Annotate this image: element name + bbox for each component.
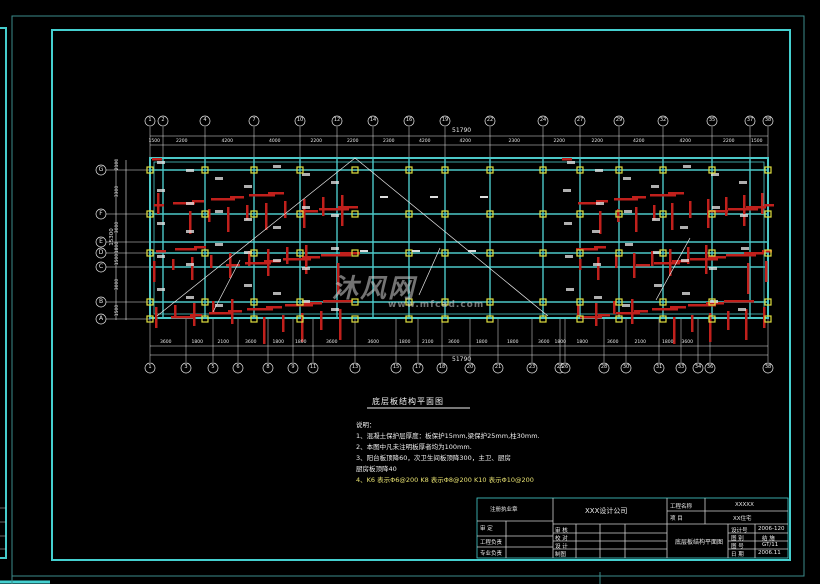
adjacent-sheet-border	[0, 27, 7, 559]
watermark-text: 沐风网	[332, 274, 417, 304]
tb-row-design: 设 计	[555, 544, 568, 550]
title-block-lines	[476, 497, 789, 559]
note-3: 3、阳台板顶降60，次卫生间板顶降300，主卫、厨房	[356, 454, 511, 462]
tb-row-discipline: 专业负责	[480, 551, 503, 557]
tb-sheet-no: GT/11	[762, 542, 779, 548]
note-2: 2、本图中凡未注明板厚者均为100mm.	[356, 443, 472, 451]
left-dimensions	[115, 160, 127, 320]
note-rebar: 4、K6 表示Φ6@200 K8 表示Φ8@200 K10 表示Φ10@200	[356, 476, 534, 484]
tb-row-check: 校 对	[555, 536, 568, 542]
tb-row-draw: 制图	[555, 552, 567, 558]
tb-sheet-title: 底层板结构平面图	[675, 539, 724, 546]
bottom-axis-bubbles	[144, 318, 774, 374]
sheet-outer-border	[11, 15, 805, 577]
watermark: 沐风网 www.mfcad.com	[332, 268, 483, 310]
tb-row-review: 审 核	[555, 528, 568, 534]
tb-design-no-label: 设计号	[731, 528, 748, 534]
design-notes: 说明： 1、混凝土保护层厚度：板保护15mm,梁保护25mm,柱30mm. 2、…	[356, 420, 540, 486]
notes-heading: 说明：	[356, 421, 376, 429]
note-3b: 厨房板顶降40	[356, 465, 397, 473]
top-dimensions	[150, 135, 768, 146]
bottom-dimensions	[150, 345, 768, 356]
tb-design-no: 2006-120	[758, 526, 785, 532]
drawing-title: 底层板结构平面图	[372, 397, 444, 406]
tb-item-value: XX住宅	[733, 516, 752, 522]
tb-project-label: 工程名称	[670, 504, 693, 510]
floor-plan	[146, 157, 774, 344]
drawing-frame	[51, 29, 791, 561]
tb-sheet-no-label: 图 号	[731, 544, 744, 550]
top-axis-bubbles	[144, 115, 774, 158]
tb-item-label: 项 目	[670, 516, 683, 522]
left-axis-bubbles	[95, 164, 150, 325]
overall-dim-bottom: 51790	[452, 356, 472, 363]
tb-date-label: 日 期	[731, 552, 744, 558]
watermark-url: www.mfcad.com	[388, 300, 485, 310]
tb-date: 2006.11	[758, 550, 781, 556]
tb-category-label: 图 别	[731, 536, 744, 542]
tb-company: XXX设计公司	[585, 507, 628, 515]
tb-category: 结 施	[762, 536, 775, 542]
tb-project-value: XXXXX	[735, 502, 754, 508]
overall-dim-top: 51790	[452, 127, 472, 134]
overall-dim-left: 15300	[108, 228, 115, 246]
tb-row-approve: 审 定	[480, 526, 493, 532]
tb-registered-label: 注册执业章	[490, 507, 518, 513]
tb-row-lead: 工程负责	[480, 540, 503, 546]
note-1: 1、混凝土保护层厚度：板保护15mm,梁保护25mm,柱30mm.	[356, 432, 540, 440]
